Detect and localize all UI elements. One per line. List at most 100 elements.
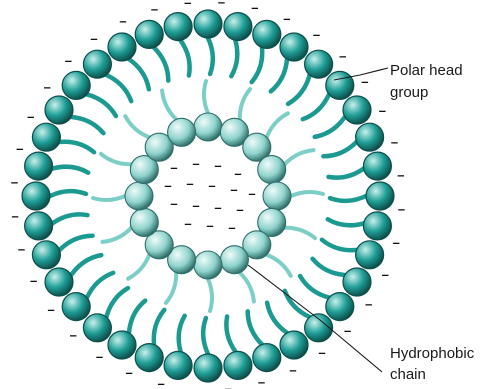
outer-charge: – (283, 11, 290, 26)
outer-tail (129, 59, 149, 89)
outer-tail (106, 75, 131, 101)
inner-polar-head (125, 182, 153, 210)
outer-tail (106, 288, 128, 317)
outer-tail (129, 301, 145, 333)
outer-heads (22, 10, 394, 382)
outer-charge: – (344, 323, 351, 338)
outer-polar-head (363, 152, 391, 180)
outer-charge: – (11, 175, 18, 190)
outer-tails (50, 38, 366, 354)
outer-charge: – (70, 328, 77, 343)
outer-tail (71, 117, 103, 133)
outer-charge: – (157, 376, 164, 389)
outer-tail (52, 214, 87, 223)
outer-tail (154, 310, 165, 345)
outer-charge: – (125, 365, 132, 380)
outer-polar-head (83, 50, 111, 78)
outer-polar-head (366, 182, 394, 210)
hydrophobic-label-line2: chain (390, 366, 426, 383)
outer-tail (154, 48, 168, 81)
outer-charge: – (119, 14, 126, 29)
outer-tail (181, 40, 190, 75)
outer-charge: – (65, 53, 72, 68)
outer-charge: – (398, 202, 405, 217)
outer-charge: – (393, 235, 400, 250)
core-charges: –––––––––––––––– (164, 156, 255, 235)
outer-charge: – (191, 382, 198, 389)
outer-polar-head (343, 268, 371, 296)
outer-charge: – (11, 208, 18, 223)
outer-polar-head (305, 314, 333, 342)
inner-polar-head (220, 246, 248, 274)
core-charge: – (230, 182, 237, 197)
inner-tail (267, 255, 291, 276)
outer-tail (322, 240, 357, 251)
outer-tail (248, 311, 262, 344)
outer-tail (315, 117, 345, 137)
inner-tail (285, 228, 315, 238)
inner-tail (267, 113, 288, 137)
core-charge: – (170, 196, 177, 211)
outer-tail (50, 191, 86, 196)
outer-tail (87, 273, 113, 298)
outer-polar-head (356, 241, 384, 269)
outer-tail (313, 259, 345, 275)
inner-polar-head (168, 118, 196, 146)
outer-tail (329, 169, 364, 178)
outer-polar-head (194, 10, 222, 38)
outer-charge: – (391, 135, 398, 150)
outer-polar-head (164, 13, 192, 41)
outer-tail (330, 196, 366, 201)
outer-tail (231, 40, 237, 76)
inner-polar-head (194, 113, 222, 141)
outer-charge: – (251, 0, 258, 15)
outer-polar-head (356, 123, 384, 151)
outer-charge: – (365, 297, 372, 312)
inner-polar-head (194, 251, 222, 279)
outer-polar-head (25, 152, 53, 180)
inner-polar-head (263, 182, 291, 210)
outer-charge: – (379, 103, 386, 118)
inner-tail (204, 81, 208, 113)
outer-tail (52, 167, 88, 173)
outer-charge: – (339, 48, 346, 63)
inner-polar-head (130, 208, 158, 236)
outer-tail (179, 316, 185, 352)
polar-head-label-line1: Polar head (390, 62, 463, 79)
outer-charge: – (318, 345, 325, 360)
core-charge: – (208, 178, 215, 193)
outer-charge: – (313, 27, 320, 42)
core-charge: – (192, 156, 199, 171)
outer-tail (300, 276, 329, 298)
core-charge: – (164, 178, 171, 193)
outer-polar-head (62, 293, 90, 321)
outer-charge: – (397, 168, 404, 183)
inner-tail (208, 279, 212, 311)
outer-polar-head (22, 182, 50, 210)
outer-polar-head (305, 50, 333, 78)
outer-polar-head (343, 96, 371, 124)
outer-polar-head (164, 351, 192, 379)
outer-polar-head (45, 268, 73, 296)
outer-charge: – (30, 273, 37, 288)
outer-tail (285, 291, 310, 317)
core-charge: – (248, 186, 255, 201)
inner-tail (93, 196, 125, 200)
outer-tail (323, 142, 356, 156)
outer-charge: – (96, 349, 103, 364)
inner-tail (240, 89, 250, 119)
outer-tail (328, 219, 364, 225)
outer-tail (60, 142, 95, 153)
outer-charge: – (382, 267, 389, 282)
outer-polar-head (32, 123, 60, 151)
outer-tail (208, 38, 213, 74)
outer-charge: – (184, 0, 191, 10)
outer-polar-head (194, 354, 222, 382)
outer-polar-head (135, 344, 163, 372)
outer-charge: – (218, 0, 225, 10)
outer-polar-head (45, 96, 73, 124)
outer-charge: – (258, 375, 265, 389)
outer-tail (271, 59, 287, 91)
inner-tail (291, 192, 323, 196)
inner-tail (125, 116, 149, 137)
